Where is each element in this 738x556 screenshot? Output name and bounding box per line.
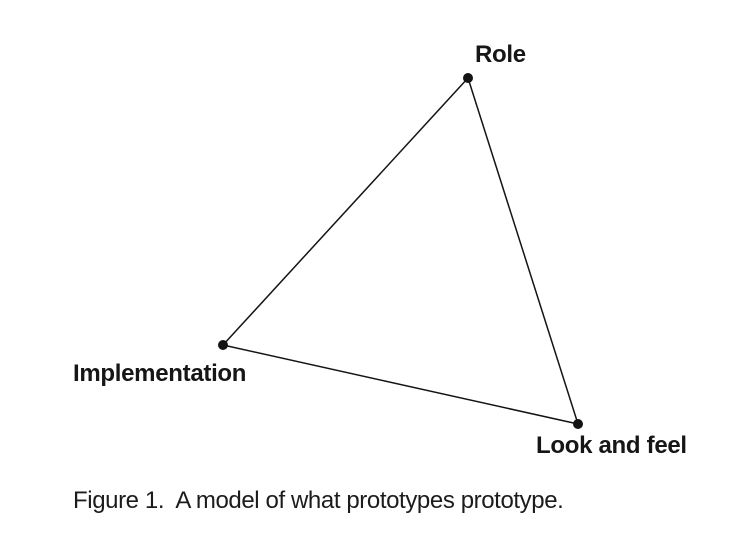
edge-implementation-look-and-feel [222, 344, 579, 425]
edge-role-look-and-feel [467, 77, 579, 425]
vertex-label-role: Role [475, 41, 526, 68]
edge-role-implementation [222, 77, 469, 346]
vertex-dot-implementation [218, 340, 228, 350]
vertex-dot-role [463, 73, 473, 83]
vertex-label-look-and-feel: Look and feel [536, 432, 687, 459]
vertex-label-implementation: Implementation [73, 360, 247, 387]
figure-caption: Figure 1. A model of what prototypes pro… [73, 487, 564, 514]
vertex-dot-look-and-feel [573, 419, 583, 429]
